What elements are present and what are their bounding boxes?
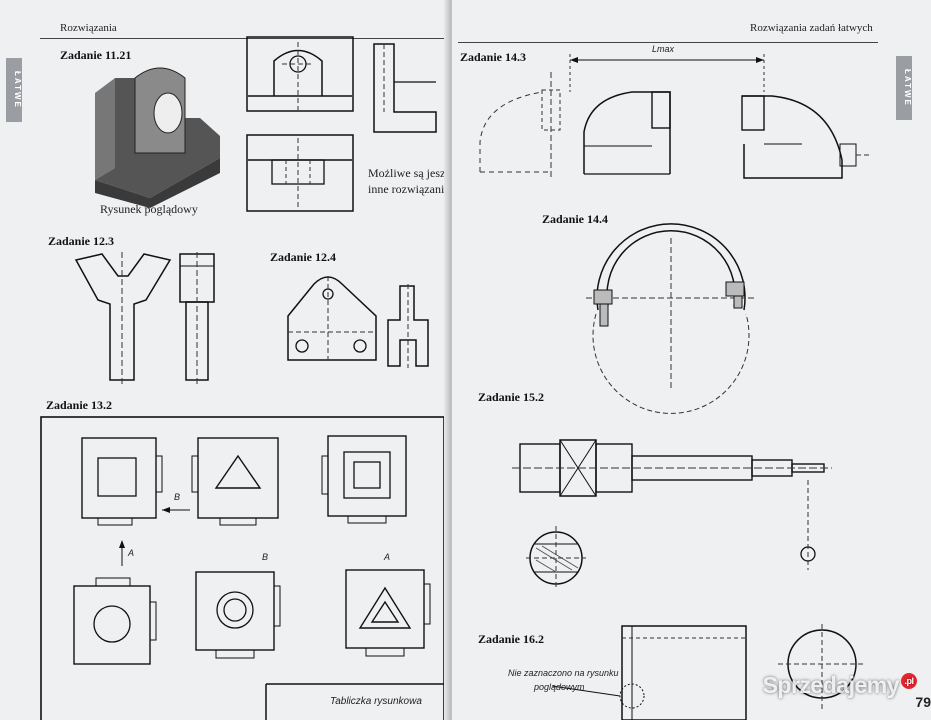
side-view-11-21 xyxy=(373,43,437,133)
drawing-14-4 xyxy=(586,223,756,414)
right-page-header: Rozwiązania zadań łatwych xyxy=(750,22,873,34)
right-header-rule xyxy=(458,42,878,43)
caption-other-solutions-2: inne rozwiązania xyxy=(368,182,450,196)
lmax-label: Lmax xyxy=(652,44,675,54)
front-view-11-21 xyxy=(246,36,354,112)
drawing-15-2 xyxy=(512,439,832,590)
drawing-14-3 xyxy=(479,54,872,179)
note-line-1: Nie zaznaczono na rysunku xyxy=(508,668,619,678)
watermark-text: Sprzedajemy xyxy=(762,672,900,698)
arrow-label-a2: A xyxy=(384,552,391,562)
title-block-label: Tabliczka rysunkowa xyxy=(330,696,422,707)
caption-pictorial: Rysunek poglądowy xyxy=(100,202,198,216)
drawing-16-2 xyxy=(551,624,866,720)
page-number: 79 xyxy=(915,694,931,710)
drawing-12-3-side xyxy=(179,252,215,384)
task-11-21-title: Zadanie 11.21 xyxy=(60,48,132,62)
arrow-label-a1: A xyxy=(128,548,135,558)
drawing-12-3-front xyxy=(74,252,172,384)
right-side-tab: ŁATWE xyxy=(896,56,912,120)
task-12-3-title: Zadanie 12.3 xyxy=(48,234,115,248)
left-header-rule xyxy=(40,38,445,39)
task-15-2-title: Zadanie 15.2 xyxy=(478,390,545,404)
arrow-label-b1: B xyxy=(174,492,181,502)
task-13-2-title: Zadanie 13.2 xyxy=(46,398,113,412)
task-12-4-title: Zadanie 12.4 xyxy=(270,250,337,264)
task-16-2-title: Zadanie 16.2 xyxy=(478,632,545,646)
task-14-4-title: Zadanie 14.4 xyxy=(542,212,609,226)
note-line-2: poglądowym xyxy=(534,682,585,692)
drawing-frame-13-2 xyxy=(40,416,445,720)
caption-other-solutions-1: Możliwe są jeszcze xyxy=(368,166,452,180)
arrow-label-b2: B xyxy=(262,552,269,562)
watermark-badge: .pl xyxy=(901,673,917,690)
right-page: ŁATWE Rozwiązania zadań łatwych Zadanie … xyxy=(452,0,931,720)
task-14-3-title: Zadanie 14.3 xyxy=(460,50,527,64)
left-side-tab: ŁATWE xyxy=(6,58,22,122)
top-view-11-21 xyxy=(246,134,354,212)
left-page-header: Rozwiązania xyxy=(60,22,117,34)
pictorial-drawing-11-21 xyxy=(95,67,220,208)
watermark-logo: Sprzedajemy.pl xyxy=(763,672,917,699)
drawing-12-4-front xyxy=(287,276,377,364)
left-page: ŁATWE Rozwiązania Zadanie 11.21 Rysunek … xyxy=(0,0,452,720)
drawing-12-4-side xyxy=(387,284,429,368)
